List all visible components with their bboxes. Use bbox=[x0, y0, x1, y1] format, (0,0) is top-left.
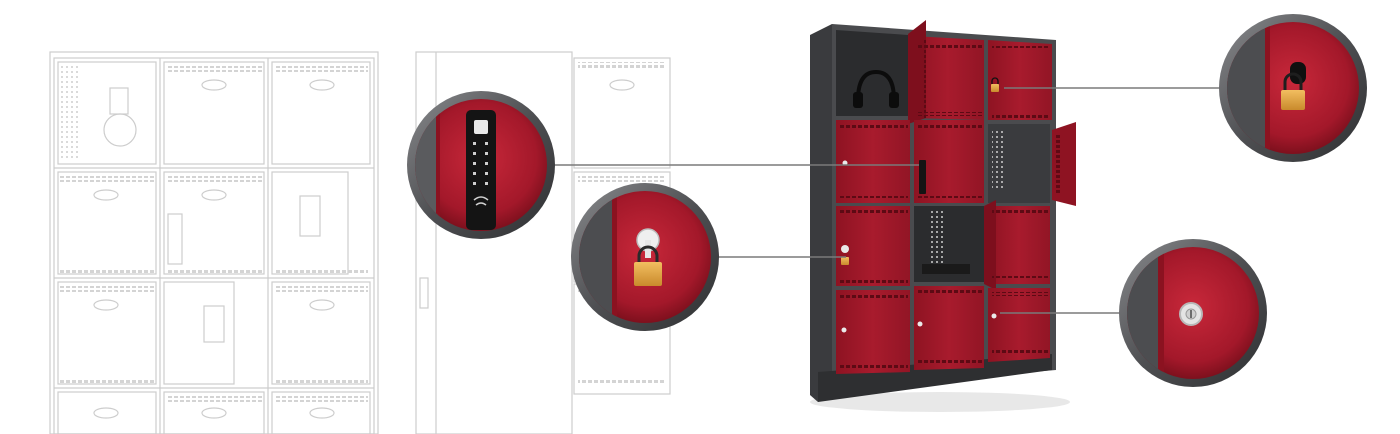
sketch-vent-rows bbox=[60, 66, 368, 402]
padlock-mini-top bbox=[991, 77, 999, 92]
callout-keypad-lock bbox=[407, 91, 555, 239]
padlock-icon bbox=[634, 262, 662, 286]
sketch-locker-left bbox=[49, 51, 379, 434]
padlock-icon bbox=[1281, 90, 1305, 110]
padlock-mini-left bbox=[841, 245, 849, 265]
callout-padlock-top bbox=[1219, 14, 1367, 162]
keypad-lock-mini bbox=[919, 160, 926, 194]
locker-cabinet bbox=[810, 20, 1076, 412]
callout-lines bbox=[546, 87, 1228, 314]
callout-padlock-hasp bbox=[571, 183, 719, 331]
headphones-icon bbox=[853, 69, 899, 108]
keypad-icon bbox=[466, 110, 496, 230]
callout-cylinder-lock bbox=[1119, 239, 1267, 387]
